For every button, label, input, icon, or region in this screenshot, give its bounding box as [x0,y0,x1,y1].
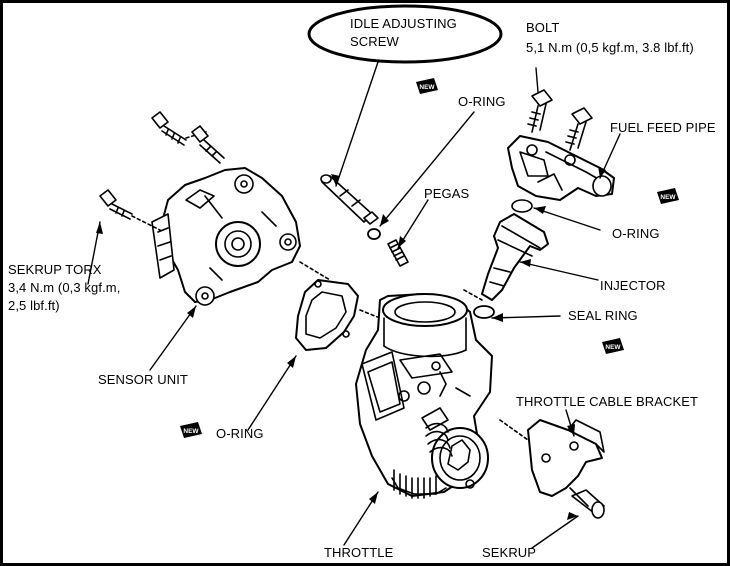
fuel-pipe-bolts [527,89,593,151]
sensor-unit-label: SENSOR UNIT [98,372,188,387]
o-ring-right-label: O-RING [612,226,660,241]
leader-arrowheads [96,166,606,520]
seal-ring-label: SEAL RING [568,308,638,323]
bolt-label: BOLT [526,20,560,35]
injector-label: INJECTOR [600,278,666,293]
injector-part [463,199,549,319]
leader-lines [87,61,621,549]
o-ring-top-label: O-RING [458,94,506,109]
idle-adjusting-screw-label-line1: IDLE ADJUSTING [350,16,457,31]
new-badge-icon: NEW [657,188,679,204]
idle-adjusting-screw-label-line2: SCREW [350,34,399,49]
svg-text:NEW: NEW [183,428,199,435]
sekrup-label: SEKRUP [482,545,537,560]
sekrup-screw-part [569,487,605,519]
svg-text:NEW: NEW [605,344,621,351]
throttle-body-part [355,293,493,499]
o-ring-left-label: O-RING [216,426,264,441]
sekrup-torx-spec-line1: 3,4 N.m (0,3 kgf.m, [8,280,121,295]
sensor-unit-part [151,167,301,306]
fuel-feed-pipe-label: FUEL FEED PIPE [610,120,716,135]
svg-text:NEW: NEW [419,84,435,91]
sekrup-torx-spec-line2: 2,5 lbf.ft) [8,298,60,313]
bolt-torque-spec: 5,1 N.m (0,5 kgf.m, 3.8 lbf.ft) [526,40,694,55]
o-ring-gasket-left [295,261,381,351]
svg-text:NEW: NEW [660,194,676,201]
new-badge-icon: NEW [602,338,624,354]
new-badge-icon: NEW [180,422,202,438]
throttle-label: THROTTLE [324,545,394,560]
throttle-cable-bracket-label: THROTTLE CABLE BRACKET [516,394,699,409]
pegas-label: PEGAS [424,186,470,201]
sensor-screws [99,111,225,231]
new-badge-icon: NEW [416,78,438,94]
fuel-feed-pipe-part [507,135,615,201]
sekrup-torx-label: SEKRUP TORX [8,262,102,277]
idle-screw-highlight-ellipse [307,4,503,64]
idle-adjusting-screw-part [320,174,409,267]
throttle-cable-bracket-part [499,419,605,497]
